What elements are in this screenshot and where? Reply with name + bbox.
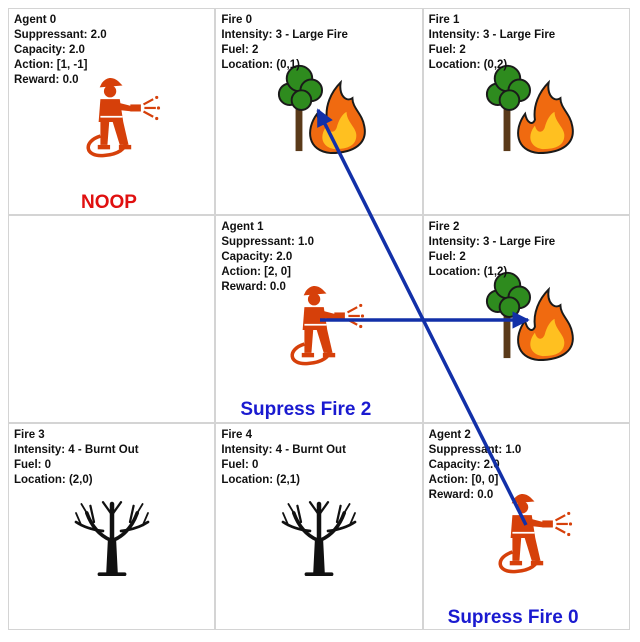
info-line: Suppressant: 1.0 bbox=[221, 236, 314, 249]
info-line: Intensity: 3 - Large Fire bbox=[428, 29, 556, 41]
action-label: NOOP bbox=[81, 192, 137, 213]
burnt-tree-icon bbox=[74, 500, 150, 576]
info-line: Fire 2 bbox=[428, 221, 460, 234]
info-line: Agent 2 bbox=[428, 428, 471, 441]
info-line: Fuel: 2 bbox=[428, 44, 466, 56]
info-line: Capacity: 2.0 bbox=[221, 251, 293, 264]
info-line: Reward: 0.0 bbox=[428, 488, 494, 501]
info-line: Agent 1 bbox=[221, 221, 264, 234]
info-line: Fire 4 bbox=[221, 428, 253, 441]
info-line: Location: (0,2) bbox=[428, 59, 508, 71]
info-line: Fuel: 0 bbox=[14, 458, 52, 471]
info-line: Capacity: 2.0 bbox=[428, 458, 500, 471]
info-line: Reward: 0.0 bbox=[14, 74, 79, 86]
firefighter-icon bbox=[74, 71, 162, 164]
info-line: Suppressant: 2.0 bbox=[14, 29, 107, 41]
info-line: Intensity: 4 - Burnt Out bbox=[14, 443, 139, 456]
info-line: Action: [0, 0] bbox=[428, 473, 499, 486]
firefighter-icon bbox=[86, 78, 161, 158]
info-line: Intensity: 3 - Large Fire bbox=[221, 29, 348, 41]
info-line: Fire 3 bbox=[14, 428, 45, 441]
info-line: Location: (2,0) bbox=[14, 473, 93, 486]
info-line: Action: [1, -1] bbox=[14, 59, 88, 71]
info-line: Location: (0,1) bbox=[221, 59, 300, 71]
burnt-tree-icon bbox=[67, 486, 157, 581]
info-line: Reward: 0.0 bbox=[221, 281, 286, 294]
info-line: Agent 0 bbox=[14, 14, 57, 26]
info-line: Fire 0 bbox=[221, 14, 253, 26]
info-line: Location: (1,2) bbox=[428, 266, 508, 279]
burnt-tree-icon bbox=[274, 486, 364, 581]
info-line: Fuel: 2 bbox=[428, 251, 466, 264]
info-line: Intensity: 4 - Burnt Out bbox=[221, 443, 346, 456]
action-label: Supress Fire 0 bbox=[447, 606, 579, 628]
info-line: Location: (2,1) bbox=[221, 473, 300, 486]
info-line: Action: [2, 0] bbox=[221, 266, 291, 279]
info-line: Capacity: 2.0 bbox=[14, 44, 85, 56]
info-line: Fuel: 2 bbox=[221, 44, 259, 56]
info-line: Fire 1 bbox=[428, 14, 460, 26]
info-line: Intensity: 3 - Large Fire bbox=[428, 236, 556, 249]
info-line: Suppressant: 1.0 bbox=[428, 443, 522, 456]
cell-empty-1-0 bbox=[8, 215, 216, 423]
info-line: Fuel: 0 bbox=[221, 458, 259, 471]
action-label: Supress Fire 2 bbox=[240, 399, 372, 421]
burnt-tree-icon bbox=[281, 500, 357, 576]
